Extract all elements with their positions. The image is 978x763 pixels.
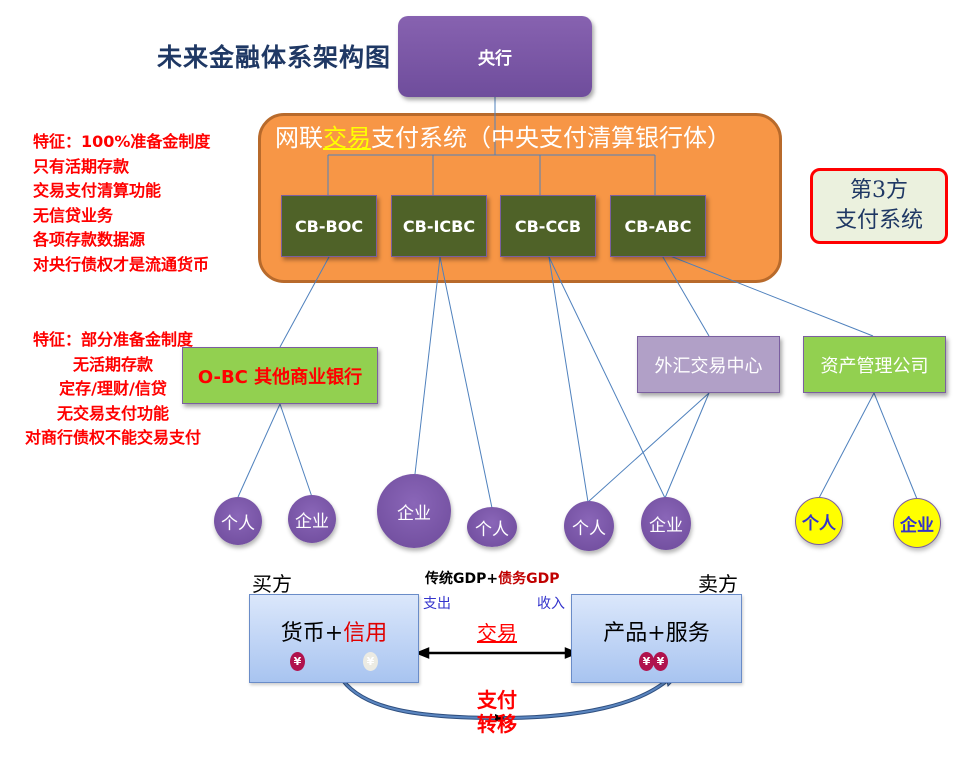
entity-label: 个人 <box>221 513 255 534</box>
buyer-label: 买方 <box>252 572 292 596</box>
connector <box>414 256 441 475</box>
entity-label: 企业 <box>649 516 683 536</box>
third-party-payment-node[interactable]: 第3方 支付系统 <box>810 168 948 244</box>
yen-coin-icon: ¥ <box>290 652 305 671</box>
feature-item: 无交易支付功能 <box>56 403 169 423</box>
expense-label: 支出 <box>423 596 451 612</box>
yen-coin-icon: ¥ <box>653 652 668 671</box>
third-party-line2: 支付系统 <box>834 208 923 233</box>
gdp-label: 传统GDP+债务GDP <box>425 568 559 588</box>
asset-mgmt-label: 资产管理公司 <box>820 355 929 377</box>
arrow-head-left <box>414 647 430 659</box>
feature-item: 特征：部分准备金制度 <box>32 330 193 349</box>
connector <box>873 392 918 500</box>
connector <box>237 403 281 498</box>
other-bank-features: 特征：部分准备金制度 无活期存款 定存/理财/信贷 无交易支付功能 对商行债权不… <box>0 328 226 451</box>
buyer-box[interactable]: 货币+信用 ¥ ¥ <box>249 594 419 683</box>
seller-box-text: 产品+服务 <box>603 621 710 646</box>
other-commercial-banks-node[interactable]: O-BC 其他商业银行 <box>182 347 378 404</box>
feature-item: 无活期存款 <box>72 354 153 374</box>
network-title-suffix: 支付系统（中央支付清算银行体） <box>371 124 731 152</box>
bank-label: CB-ICBC <box>402 216 476 236</box>
yen-coin-faded-icon: ¥ <box>363 652 378 671</box>
entity-label: 企业 <box>295 511 329 532</box>
feature-item: 特征：100%准备金制度 <box>33 132 211 151</box>
central-bank-node[interactable]: 央行 <box>398 16 592 97</box>
connector <box>664 392 710 499</box>
feature-item: 无信贷业务 <box>33 205 114 225</box>
credit-text: 信用 <box>343 621 388 646</box>
entity-individual[interactable]: 个人 <box>795 497 843 545</box>
entity-label: 企业 <box>900 515 934 536</box>
entity-label: 个人 <box>475 519 509 540</box>
feature-item: 定存/理财/信贷 <box>59 379 167 398</box>
bank-node-ccb[interactable]: CB-CCB <box>500 195 596 257</box>
central-bank-features: 特征：100%准备金制度 只有活期存款 交易支付清算功能 无信贷业务 各项存款数… <box>33 130 210 277</box>
entity-enterprise[interactable]: 企业 <box>641 497 691 550</box>
entity-enterprise[interactable]: 企业 <box>377 474 451 548</box>
other-banks-label: O-BC 其他商业银行 <box>197 366 363 388</box>
payment-line2: 转移 <box>477 712 517 736</box>
connector <box>279 403 313 498</box>
yen-coin-icon: ¥ <box>639 652 654 671</box>
network-title: 网联交易支付系统（中央支付清算银行体） <box>275 118 731 153</box>
entity-individual[interactable]: 个人 <box>467 507 517 547</box>
connector <box>439 256 493 509</box>
bank-node-boc[interactable]: CB-BOC <box>281 195 377 257</box>
seller-box[interactable]: 产品+服务 ¥ ¥ <box>571 594 742 683</box>
connector <box>587 392 710 503</box>
entity-label: 个人 <box>572 518 606 539</box>
bank-node-icbc[interactable]: CB-ICBC <box>391 195 487 257</box>
feature-item: 对央行债权才是流通货币 <box>33 254 210 274</box>
payment-line1: 支付 <box>477 688 517 712</box>
entity-individual[interactable]: 个人 <box>214 497 262 545</box>
network-title-prefix: 网联 <box>275 124 323 152</box>
gdp-debt: 债务GDP <box>498 571 560 587</box>
entity-enterprise[interactable]: 企业 <box>893 498 941 548</box>
entity-label: 个人 <box>802 513 836 534</box>
entity-label: 企业 <box>397 503 431 524</box>
third-party-line1: 第3方 <box>850 178 908 203</box>
asset-management-node[interactable]: 资产管理公司 <box>803 336 946 393</box>
seller-label: 卖方 <box>698 572 738 596</box>
connector <box>818 392 875 499</box>
income-label: 收入 <box>537 596 565 612</box>
bank-label: CB-ABC <box>624 216 692 236</box>
page-title: 未来金融体系架构图 <box>157 43 392 72</box>
connector <box>548 256 589 503</box>
fx-center-label: 外汇交易中心 <box>654 355 763 377</box>
buyer-box-text: 货币+信用 <box>250 615 418 647</box>
network-title-highlight: 交易 <box>323 124 371 152</box>
bank-node-abc[interactable]: CB-ABC <box>610 195 706 257</box>
feature-item: 交易支付清算功能 <box>33 181 162 200</box>
transaction-label: 交易 <box>477 621 517 645</box>
gdp-traditional: 传统GDP+ <box>425 571 499 587</box>
fx-trading-center-node[interactable]: 外汇交易中心 <box>637 336 780 393</box>
bank-label: CB-BOC <box>294 216 364 236</box>
money-text: 货币+ <box>280 621 344 646</box>
entity-individual[interactable]: 个人 <box>564 501 614 551</box>
entity-enterprise[interactable]: 企业 <box>288 495 336 543</box>
central-bank-label: 央行 <box>478 49 512 69</box>
feature-item: 对商行债权不能交易支付 <box>24 428 201 447</box>
feature-item: 只有活期存款 <box>33 156 130 176</box>
feature-item: 各项存款数据源 <box>33 230 146 249</box>
payment-transfer-label: 支付 转移 <box>477 688 517 736</box>
bank-label: CB-CCB <box>514 216 582 236</box>
